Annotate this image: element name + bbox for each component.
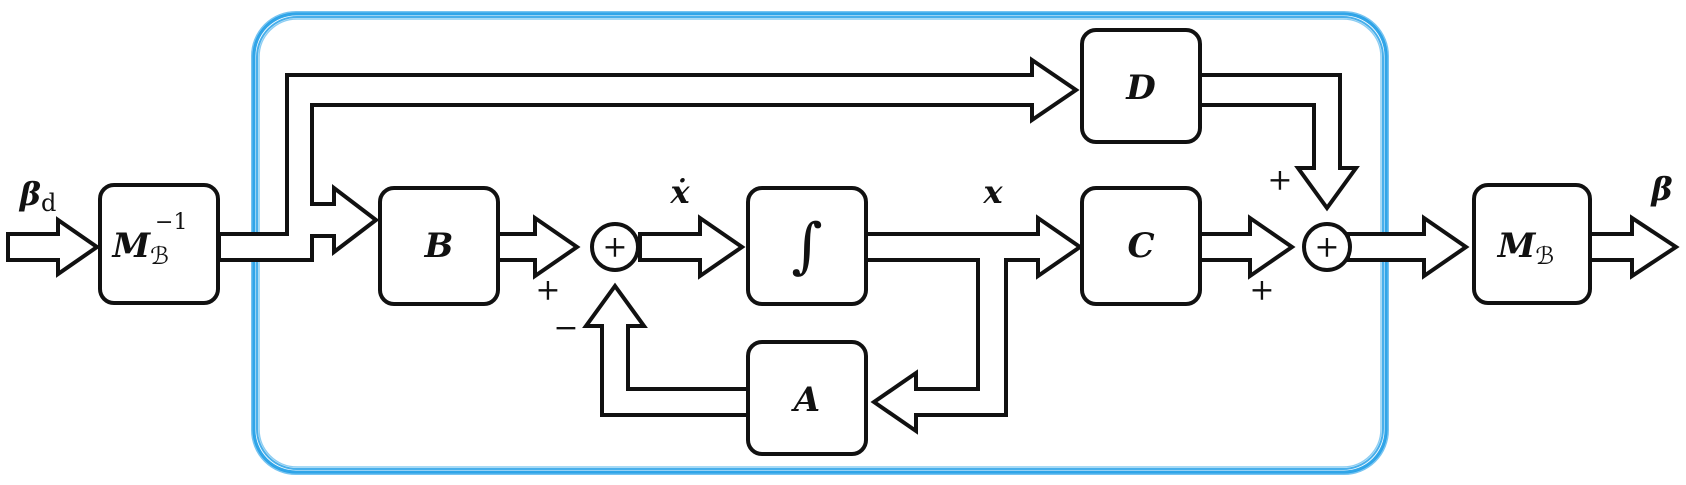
signal-pipes bbox=[6, 56, 1680, 435]
sum-right bbox=[1302, 222, 1352, 272]
block-minv-label: Mℬ −1 bbox=[112, 210, 188, 271]
pipe-c-to-sum bbox=[1198, 214, 1296, 280]
sign-right-bottom: + bbox=[1249, 273, 1274, 308]
signal-x: x bbox=[982, 173, 1003, 211]
blocks: Mℬ−1 B ∫ C D A Mℬ bbox=[98, 28, 1592, 456]
m-main: M bbox=[1497, 226, 1537, 266]
signal-output: β bbox=[1650, 170, 1672, 208]
sum-signs: + − + + bbox=[535, 163, 1292, 346]
pipe-a-to-sum bbox=[582, 282, 750, 417]
sum-left bbox=[590, 222, 640, 272]
block-minv bbox=[98, 183, 220, 305]
sum-junctions: + + bbox=[590, 222, 1352, 272]
signal-labels: βd ẋ x β bbox=[19, 170, 1673, 217]
m-sub: ℬ bbox=[1535, 242, 1554, 270]
minv-sup: −1 bbox=[155, 210, 187, 235]
sum-right-symbol: + bbox=[1314, 230, 1339, 265]
block-a bbox=[746, 340, 868, 456]
signal-input: βd bbox=[19, 175, 57, 217]
block-m bbox=[1472, 183, 1592, 305]
block-c bbox=[1080, 186, 1202, 306]
sign-left-top: + bbox=[535, 273, 560, 308]
input-symbol: β bbox=[19, 175, 41, 213]
sign-right-top: + bbox=[1267, 163, 1292, 198]
block-integrator-label: ∫ bbox=[791, 211, 822, 281]
block-d-label: D bbox=[1125, 68, 1156, 108]
sign-left-bottom: − bbox=[553, 311, 578, 346]
signal-xdot: ẋ bbox=[669, 173, 690, 211]
pipe-sum-to-m bbox=[1346, 214, 1470, 280]
minv-sub: ℬ bbox=[150, 242, 169, 270]
block-a-label: A bbox=[791, 380, 820, 420]
block-integrator bbox=[746, 186, 868, 306]
pipe-sum-to-int bbox=[638, 214, 746, 280]
pipe-input bbox=[6, 216, 101, 278]
minv-main: M bbox=[112, 226, 152, 266]
block-d bbox=[1080, 28, 1202, 144]
block-c-label: C bbox=[1127, 226, 1154, 266]
pipe-int-to-c bbox=[864, 214, 1084, 435]
block-b bbox=[378, 186, 500, 306]
block-b-label: B bbox=[424, 226, 454, 266]
sum-left-symbol: + bbox=[602, 230, 627, 265]
pipe-d-to-sum bbox=[1198, 73, 1360, 212]
pipe-to-d bbox=[217, 56, 1080, 262]
pipe-output bbox=[1588, 214, 1680, 280]
input-subscript: d bbox=[41, 189, 56, 217]
block-m-label: Mℬ bbox=[1497, 226, 1555, 270]
pipe-b-to-sum bbox=[496, 214, 581, 280]
